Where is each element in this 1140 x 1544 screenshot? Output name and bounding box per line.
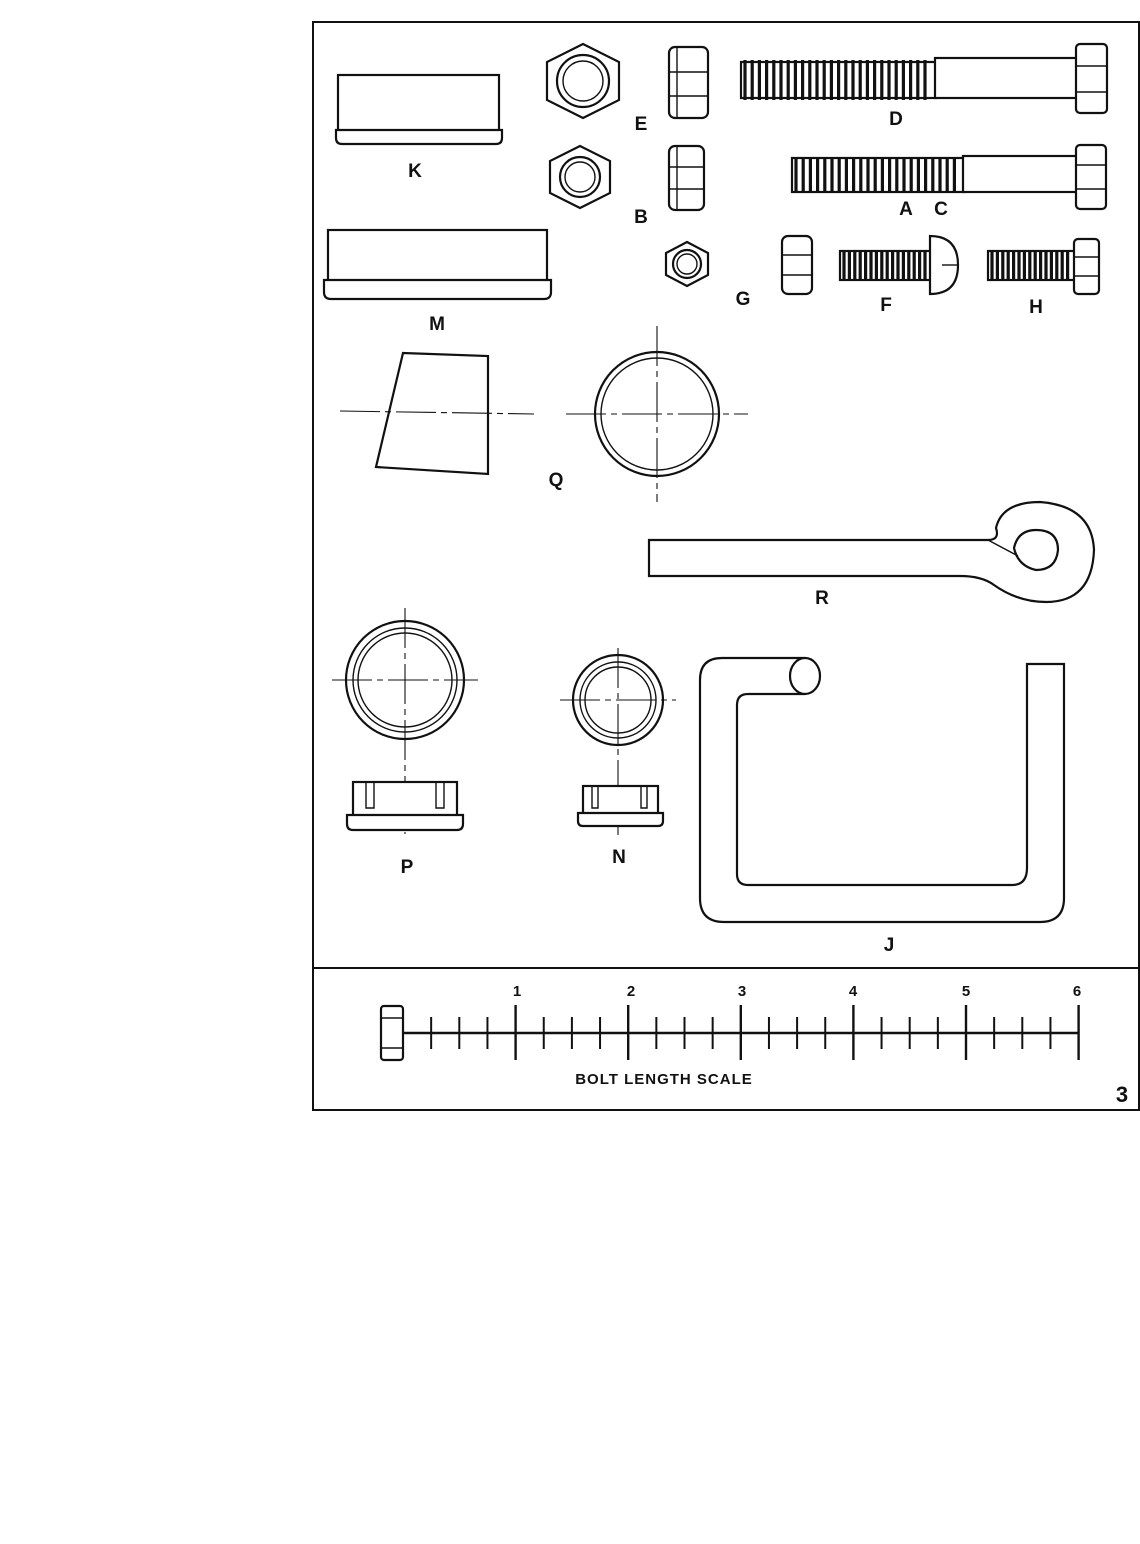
label-h: H: [1029, 297, 1043, 318]
part-k-cap: [334, 73, 504, 146]
part-d-bolt: [739, 42, 1109, 115]
scale-mark-5: 5: [962, 983, 970, 1000]
label-n: N: [612, 847, 626, 868]
part-j-hook: [698, 656, 1066, 924]
label-d: D: [889, 109, 903, 130]
scale-bolt-head: [379, 1004, 405, 1062]
part-n-round-plug-side: [576, 784, 665, 828]
label-f: F: [880, 295, 892, 316]
part-b-lock-nut-side: [667, 144, 706, 212]
part-q-side-view: [339, 351, 535, 476]
sheet-border: [312, 21, 1140, 1111]
part-r-eye-bolt: [647, 500, 1096, 604]
part-n-round-plug-top: [560, 648, 676, 835]
scale-title: BOLT LENGTH SCALE: [575, 1071, 753, 1088]
scale-mark-3: 3: [738, 983, 746, 1000]
part-f-lock-nut-side: [780, 234, 814, 296]
scale-mark-1: 1: [513, 983, 521, 1000]
label-m: M: [429, 314, 445, 335]
label-k: K: [408, 161, 422, 182]
part-e-lock-nut-side: [667, 45, 710, 120]
bolt-length-scale: 1 2 3 4 5 6: [379, 983, 1081, 1062]
label-b: B: [634, 207, 648, 228]
label-p: P: [401, 857, 414, 878]
part-p-round-plug-side: [345, 780, 465, 832]
part-ac-bolt: [790, 143, 1108, 211]
label-c: C: [934, 199, 948, 220]
part-h-hex-bolt: [986, 237, 1101, 296]
part-f-round-head-screw: [838, 234, 960, 296]
scale-mark-6: 6: [1073, 983, 1081, 1000]
scale-mark-4: 4: [849, 983, 858, 1000]
label-e: E: [635, 114, 648, 135]
part-g-hex-nut: [664, 240, 710, 288]
part-b-hex-nut: [548, 144, 612, 210]
part-m-cap: [322, 228, 553, 301]
part-q-front-view: [566, 326, 748, 502]
label-r: R: [815, 588, 829, 609]
page-number: 3: [1116, 1082, 1128, 1107]
label-g: G: [736, 289, 751, 310]
label-j: J: [884, 935, 895, 956]
part-e-hex-nut: [545, 42, 621, 120]
scale-mark-2: 2: [627, 983, 635, 1000]
label-q: Q: [549, 470, 564, 491]
label-a: A: [899, 199, 913, 220]
